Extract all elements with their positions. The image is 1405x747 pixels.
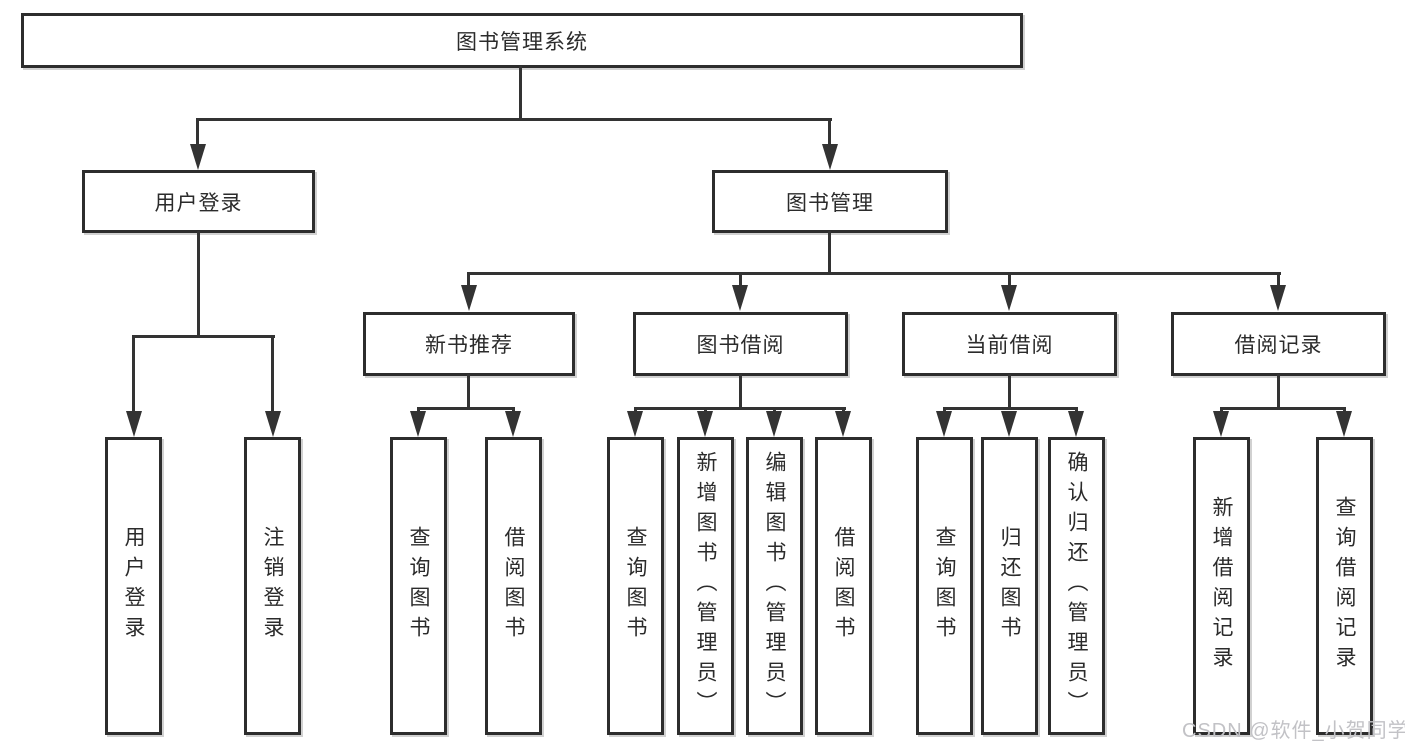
connector-line — [1277, 374, 1280, 410]
connector-line — [512, 407, 515, 414]
connector-line — [467, 272, 470, 287]
arrow-down-icon — [835, 411, 851, 437]
arrow-down-icon — [1336, 411, 1352, 437]
leaf-label: 新增借阅记录 — [1210, 496, 1233, 676]
arrow-down-icon — [1213, 411, 1229, 437]
leaf-label: 注销登录 — [261, 526, 284, 646]
node-user-login: 用户登录 — [82, 170, 315, 233]
connector-line — [467, 374, 470, 410]
node-label: 当前借阅 — [965, 334, 1054, 357]
connector-line — [196, 118, 832, 121]
connector-line — [271, 335, 274, 413]
connector-line — [1008, 374, 1011, 410]
leaf-label: 用户登录 — [122, 526, 145, 646]
connector-line — [467, 272, 1281, 275]
connector-line — [417, 407, 420, 414]
arrow-down-icon — [627, 411, 643, 437]
connector-line — [943, 407, 946, 414]
leaf-query-books-recommend: 查询图书 — [390, 437, 447, 735]
connector-line — [634, 407, 846, 410]
node-label: 新书推荐 — [425, 334, 513, 357]
leaf-label: 查询图书 — [407, 526, 430, 646]
connector-line — [943, 407, 1078, 410]
connector-line — [1220, 407, 1346, 410]
leaf-label: 新增图书（管理员） — [694, 451, 717, 721]
connector-line — [417, 407, 515, 410]
node-new-book-recommend: 新书推荐 — [363, 312, 575, 376]
leaf-edit-book-admin: 编辑图书（管理员） — [746, 437, 803, 735]
node-book-borrowing: 图书借阅 — [633, 312, 848, 376]
leaf-label: 查询图书 — [624, 526, 647, 646]
node-book-management: 图书管理 — [712, 170, 948, 233]
arrow-down-icon — [505, 411, 521, 437]
connector-line — [1220, 407, 1223, 414]
connector-line — [828, 231, 831, 274]
arrow-down-icon — [265, 411, 281, 437]
leaf-label: 归还图书 — [998, 526, 1021, 646]
node-library-management-system: 图书管理系统 — [21, 13, 1023, 68]
connector-line — [196, 118, 199, 146]
arrow-down-icon — [1270, 285, 1286, 311]
connector-line — [1277, 272, 1280, 287]
leaf-add-book-admin: 新增图书（管理员） — [677, 437, 734, 735]
leaf-label: 借阅图书 — [832, 526, 855, 646]
leaf-borrow-books: 借阅图书 — [815, 437, 872, 735]
node-borrowing-records: 借阅记录 — [1171, 312, 1386, 376]
node-label: 图书借阅 — [696, 334, 785, 357]
connector-line — [1343, 407, 1346, 414]
leaf-query-books-borrow: 查询图书 — [607, 437, 664, 735]
arrow-down-icon — [732, 285, 748, 311]
leaf-add-borrow-record: 新增借阅记录 — [1193, 437, 1250, 735]
arrow-down-icon — [1001, 411, 1017, 437]
connector-line — [132, 335, 275, 338]
connector-line — [828, 118, 831, 146]
arrow-down-icon — [1001, 285, 1017, 311]
leaf-query-borrow-record: 查询借阅记录 — [1316, 437, 1373, 735]
node-current-borrowing: 当前借阅 — [902, 312, 1117, 376]
arrow-down-icon — [822, 144, 838, 170]
connector-line — [739, 374, 742, 410]
connector-line — [519, 66, 522, 121]
leaf-label: 查询图书 — [933, 526, 956, 646]
leaf-label: 编辑图书（管理员） — [763, 451, 786, 721]
arrow-down-icon — [190, 144, 206, 170]
leaf-query-books-current: 查询图书 — [916, 437, 973, 735]
arrow-down-icon — [126, 411, 142, 437]
connector-line — [197, 231, 200, 337]
arrow-down-icon — [461, 285, 477, 311]
leaf-confirm-return-admin: 确认归还（管理员） — [1048, 437, 1105, 735]
connector-line — [704, 407, 707, 414]
connector-line — [739, 272, 742, 287]
csdn-watermark: CSDN @软件_小贺同学 — [1182, 720, 1405, 742]
leaf-user-login: 用户登录 — [105, 437, 162, 735]
node-label: 图书管理 — [786, 191, 874, 215]
leaf-label: 确认归还（管理员） — [1065, 451, 1088, 721]
connector-line — [773, 407, 776, 414]
connector-line — [1075, 407, 1078, 414]
leaf-label: 借阅图书 — [502, 526, 525, 646]
node-label: 图书管理系统 — [456, 30, 588, 54]
leaf-logout: 注销登录 — [244, 437, 301, 735]
arrow-down-icon — [766, 411, 782, 437]
leaf-return-book: 归还图书 — [981, 437, 1038, 735]
arrow-down-icon — [936, 411, 952, 437]
node-label: 用户登录 — [154, 191, 243, 215]
node-label: 借阅记录 — [1234, 334, 1323, 357]
leaf-label: 查询借阅记录 — [1333, 496, 1356, 676]
connector-line — [132, 335, 135, 413]
connector-line — [634, 407, 637, 414]
connector-line — [842, 407, 845, 414]
arrow-down-icon — [410, 411, 426, 437]
arrow-down-icon — [1068, 411, 1084, 437]
arrow-down-icon — [697, 411, 713, 437]
connector-line — [1008, 272, 1011, 287]
leaf-borrow-books-recommend: 借阅图书 — [485, 437, 542, 735]
